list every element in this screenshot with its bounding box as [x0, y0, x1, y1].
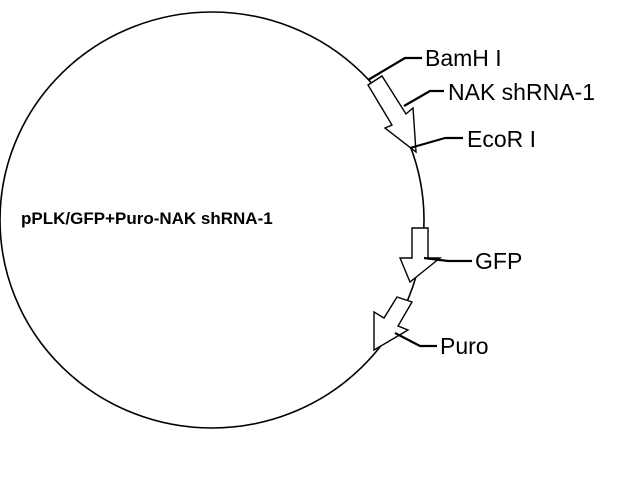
shrna-site-label: NAK shRNA-1 [448, 79, 595, 105]
plasmid-backbone [0, 11, 425, 429]
ecori-site-label: EcoR I [467, 126, 536, 152]
puro-arrow [373, 296, 414, 352]
puro-feature-label: Puro [440, 333, 489, 359]
shrna-insert-arrow [367, 75, 417, 154]
gfp-leader-line [423, 256, 472, 263]
puro-leader-line [394, 332, 437, 348]
gfp-feature-label: GFP [475, 248, 522, 274]
bamhi-leader-line [367, 56, 422, 81]
gfp-arrow [398, 227, 442, 284]
shrna-leader-line [403, 89, 444, 107]
plasmid-name-label: pPLK/GFP+Puro-NAK shRNA-1 [21, 209, 273, 228]
bamhi-site-label: BamH I [425, 45, 502, 71]
ecori-leader-line [409, 136, 463, 150]
